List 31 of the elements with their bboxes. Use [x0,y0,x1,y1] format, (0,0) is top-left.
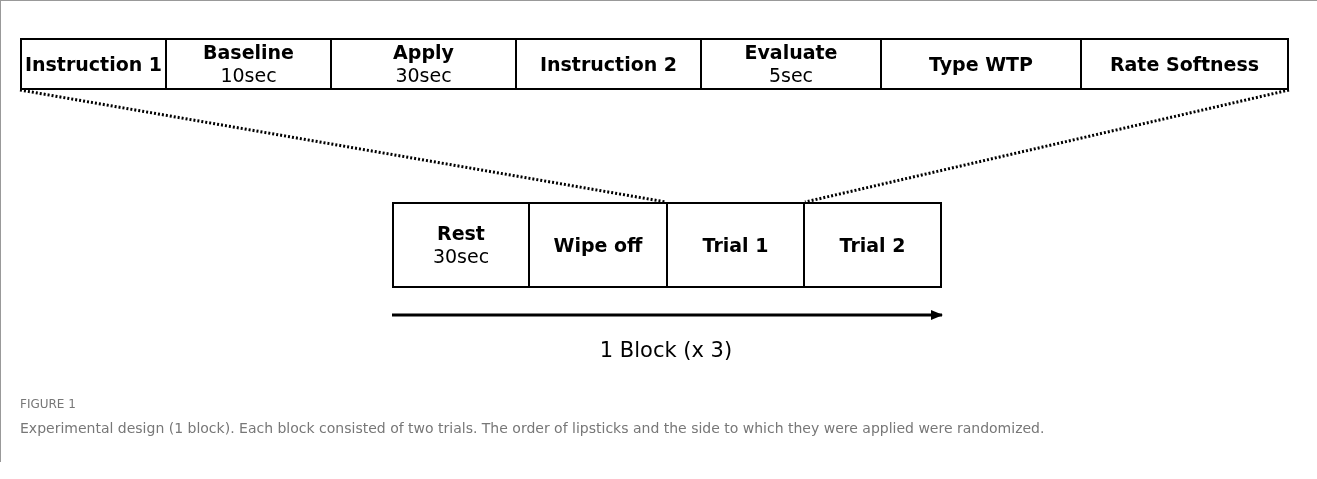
step-title: Evaluate [744,41,838,64]
step-box [330,38,517,90]
figure-number: FIGURE 1 [20,397,76,411]
step-title: Trial 1 [702,233,769,257]
step-title: Apply [393,41,454,64]
step-title: Baseline [203,41,294,64]
step-duration: 5sec [768,64,814,87]
caption: Experimental design (1 block). Each block consisted of two trials. The order of lipsticks and the side to which they were applied were randomized. [20,420,1045,436]
step-box [880,38,1082,90]
step-title: Trial 2 [839,233,906,257]
step-box [1080,38,1289,90]
dotted-zoom-line [19,88,667,204]
step-title: Instruction 1 [24,52,163,76]
block-label: 1 Block (x 3) [599,338,733,362]
step-box [666,202,805,288]
step-box [392,202,530,288]
step-box [803,202,942,288]
step-box [165,38,332,90]
step-box [20,38,167,90]
step-title: Wipe off [553,233,643,257]
dotted-zoom-line [804,88,1290,204]
step-title: Rest [437,222,485,245]
step-duration: 30sec [432,245,490,268]
step-box [515,38,702,90]
step-title: Type WTP [928,52,1033,76]
step-duration: 30sec [395,64,452,87]
step-title: Rate Softness [1109,52,1260,76]
step-duration: 10sec [220,64,277,87]
step-box [700,38,882,90]
step-title: Instruction 2 [539,52,678,76]
step-box [528,202,668,288]
